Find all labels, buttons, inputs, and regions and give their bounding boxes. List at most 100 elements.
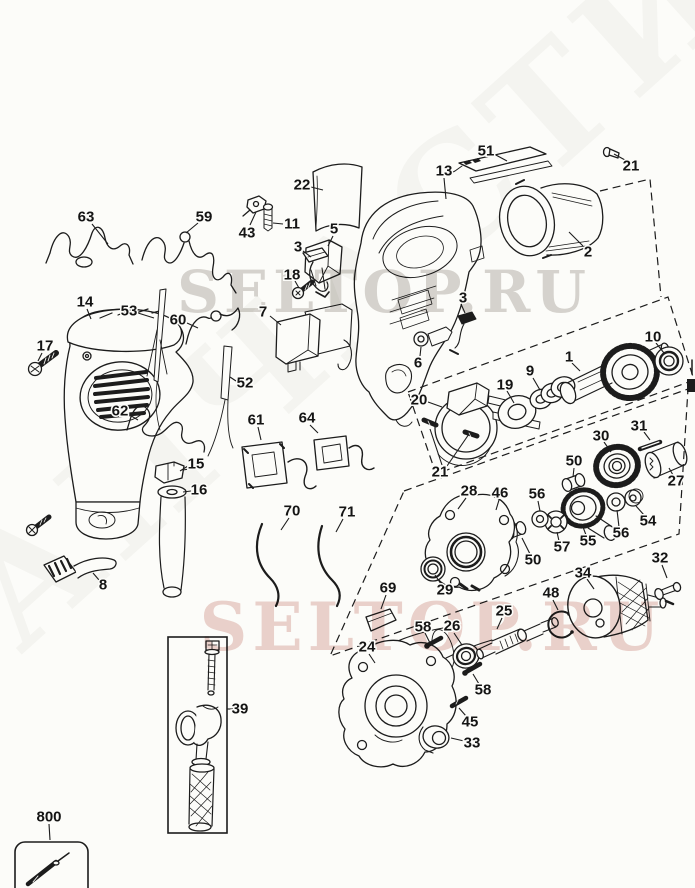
- leader-line-10: [655, 342, 665, 354]
- part-57-slotted-washer: [544, 510, 568, 534]
- part-58-screw-lower: [462, 661, 483, 676]
- part-27-clutch-sleeve: [644, 441, 688, 479]
- leader-line-15: [179, 465, 189, 472]
- part-label-10: 10: [645, 329, 662, 346]
- part-45-pin: [449, 695, 469, 709]
- part-3-carbon-brush-upper: [302, 247, 330, 298]
- part-label-58: 58: [475, 682, 492, 699]
- leader-line-800: [48, 823, 51, 841]
- leader-line-17: [37, 352, 43, 362]
- part-label-31: 31: [631, 418, 648, 435]
- field-to-armature-link: [599, 178, 662, 298]
- leader-line-61: [257, 426, 262, 441]
- part-8-brush: [43, 555, 117, 583]
- part-label-22: 22: [294, 177, 311, 194]
- part-59-wire-spring: [141, 231, 237, 294]
- handle-screw-lower: [25, 514, 52, 537]
- gear-assembly-box: [328, 388, 689, 658]
- part-label-50: 50: [525, 552, 542, 569]
- edge-cut-marks: [687, 359, 695, 392]
- part-label-15: 15: [188, 456, 205, 473]
- leader-line-43: [249, 211, 257, 226]
- part-label-11: 11: [284, 216, 300, 233]
- part-17-screw: [27, 350, 59, 377]
- part-label-43: 43: [239, 225, 256, 242]
- part-52-insulator-tube: [207, 345, 234, 457]
- leader-line-21: [446, 433, 470, 467]
- leader-line-2: [568, 231, 584, 247]
- part-62-wire-spring: [126, 405, 206, 453]
- leader-line-13: [443, 177, 447, 200]
- part-56-washer-right: [606, 492, 626, 512]
- part-label-21: 21: [623, 158, 640, 175]
- part-label-58: 58: [415, 619, 432, 636]
- side-handle-box: [167, 636, 228, 834]
- part-label-16: 16: [191, 482, 208, 499]
- part-1-armature: [559, 342, 670, 405]
- leader-line-50: [572, 467, 575, 478]
- part-7-switch-module: [275, 303, 353, 373]
- part-label-53: 53: [121, 303, 138, 320]
- leader-line-27: [668, 467, 674, 476]
- leader-line-6: [419, 346, 422, 357]
- part-63-wire-spring: [45, 226, 134, 268]
- part-label-56: 56: [613, 525, 630, 542]
- part-label-51: 51: [478, 143, 495, 160]
- leader-line-48: [552, 599, 559, 611]
- part-21-brush-pins: [421, 417, 480, 439]
- leader-line-71: [335, 518, 344, 533]
- part-label-33: 33: [464, 735, 481, 752]
- part-3-carbon-brush-lower: [449, 311, 477, 355]
- part-label-21: 21: [432, 464, 449, 481]
- part-28-46-bearing-plate: [424, 493, 519, 592]
- part-label-48: 48: [543, 585, 560, 602]
- armature-assembly-box: [407, 296, 695, 475]
- part-6-bearing-bracket: [413, 326, 453, 347]
- part-label-71: 71: [339, 504, 356, 521]
- leader-line-5: [327, 235, 334, 247]
- leader-line-30: [603, 441, 612, 453]
- part-800-accessory-tool: [25, 852, 70, 887]
- part-43-cord-clamp: [242, 195, 267, 217]
- leader-line-3: [460, 303, 466, 314]
- part-label-69: 69: [380, 580, 397, 597]
- part-label-19: 19: [497, 377, 514, 394]
- part-25-spindle: [476, 616, 559, 660]
- part-58-screw-upper: [424, 635, 444, 649]
- leader-line-14: [86, 308, 92, 320]
- part-label-9: 9: [526, 363, 534, 380]
- part-label-64: 64: [299, 410, 316, 427]
- part-label-26: 26: [444, 618, 461, 635]
- part-label-7: 7: [259, 304, 267, 321]
- leader-line-8: [92, 572, 100, 581]
- part-61-brush-holder: [241, 441, 317, 490]
- leader-line-19: [506, 390, 515, 404]
- part-label-45: 45: [462, 714, 479, 731]
- part-2-field-coil: [498, 179, 604, 259]
- leader-line-70: [280, 517, 290, 531]
- part-label-25: 25: [496, 603, 513, 620]
- watermark-seltop-middle: SELTOP.RU: [200, 588, 665, 666]
- leader-line-63: [91, 223, 109, 245]
- part-69-wedge: [365, 608, 397, 632]
- leader-line-25: [496, 617, 503, 630]
- part-label-54: 54: [640, 513, 657, 530]
- part-label-1: 1: [565, 349, 573, 366]
- part-14-handle-housing: [63, 308, 194, 540]
- part-label-39: 39: [232, 701, 249, 718]
- part-32-screw: [654, 581, 682, 601]
- part-label-18: 18: [284, 267, 301, 284]
- leader-line-54: [635, 505, 645, 516]
- leader-line-52: [229, 376, 237, 382]
- part-70-field-wire: [255, 522, 280, 608]
- part-label-56: 56: [529, 486, 546, 503]
- part-22-label-plate: [312, 163, 363, 232]
- part-50-spacer-upper: [561, 473, 586, 492]
- part-label-14: 14: [77, 294, 94, 311]
- part-label-32: 32: [652, 550, 669, 567]
- leader-line-46: [495, 499, 500, 511]
- part-label-61: 61: [248, 412, 265, 429]
- part-label-52: 52: [237, 375, 254, 392]
- accessory-box: [14, 841, 89, 888]
